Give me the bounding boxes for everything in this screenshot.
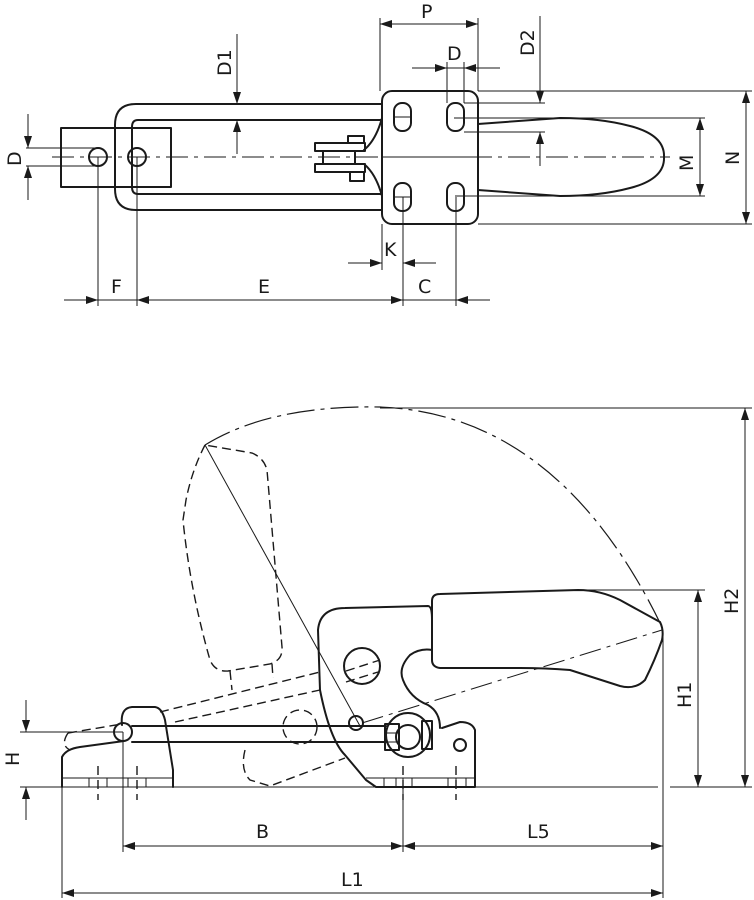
dim-label-D2: D2	[517, 29, 539, 56]
dim-label-K: K	[384, 239, 397, 261]
dim-label-D-left: D	[4, 151, 26, 166]
dim-label-D1: D1	[214, 49, 236, 76]
dim-label-P: P	[421, 1, 432, 23]
dim-label-D-top: D	[447, 43, 462, 65]
dim-label-H2: H2	[721, 588, 743, 614]
dim-label-C: C	[418, 276, 431, 298]
dim-label-H: H	[2, 752, 24, 766]
dim-label-E: E	[258, 276, 270, 298]
dim-label-L5: L5	[527, 821, 550, 843]
dim-label-B: B	[256, 821, 269, 843]
dim-label-M: M	[676, 155, 698, 171]
dim-label-F: F	[111, 276, 122, 298]
dim-label-H1: H1	[674, 682, 696, 708]
dim-label-N: N	[722, 151, 744, 165]
dim-label-L1: L1	[341, 869, 364, 891]
side-view	[20, 406, 752, 898]
top-view	[24, 16, 752, 306]
